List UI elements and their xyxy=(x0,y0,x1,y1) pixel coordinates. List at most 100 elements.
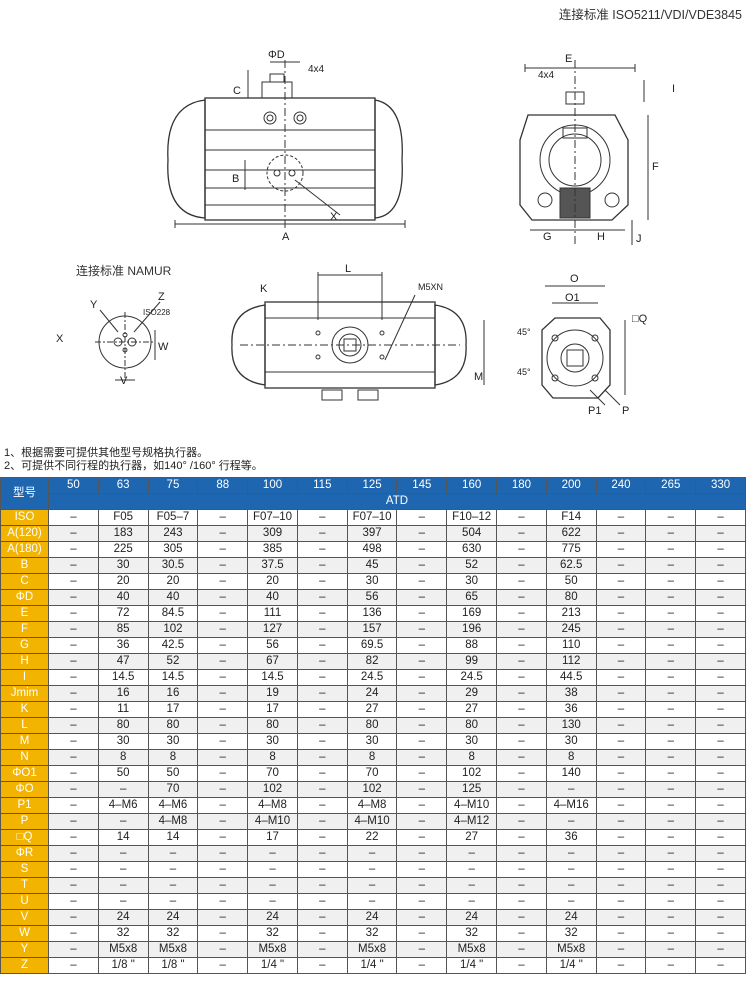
table-cell: F05 xyxy=(97,509,149,526)
table-cell: – xyxy=(197,861,249,878)
table-cell: – xyxy=(197,829,249,846)
table-cell: – xyxy=(296,893,348,910)
table-cell: 305 xyxy=(147,541,199,558)
row-label: W xyxy=(0,925,49,942)
table-cell: – xyxy=(595,845,647,862)
table-cell: – xyxy=(197,813,249,830)
table-cell: – xyxy=(396,605,448,622)
table-cell: – xyxy=(695,605,746,622)
table-cell: – xyxy=(296,669,348,686)
label-w: W xyxy=(158,341,169,353)
table-cell: – xyxy=(346,877,398,894)
table-cell: – xyxy=(296,957,348,974)
table-cell: 38 xyxy=(545,685,597,702)
table-cell: F05–7 xyxy=(147,509,199,526)
side-view-drawing xyxy=(519,60,649,245)
table-cell: – xyxy=(48,701,99,718)
table-cell: – xyxy=(496,765,547,782)
table-cell: – xyxy=(496,781,547,798)
table-cell: – xyxy=(545,893,597,910)
row-label: G xyxy=(0,637,49,654)
table-cell: 183 xyxy=(97,525,149,542)
table-cell: – xyxy=(496,557,547,574)
label-m5xn: M5XN xyxy=(418,282,443,292)
table-cell: – xyxy=(296,861,348,878)
table-cell: 52 xyxy=(446,557,498,574)
table-cell: – xyxy=(645,637,697,654)
table-cell: 65 xyxy=(446,589,498,606)
table-cell: 498 xyxy=(346,541,398,558)
table-cell: – xyxy=(48,941,99,958)
table-cell: 99 xyxy=(446,653,498,670)
table-cell: M5x8 xyxy=(247,941,298,958)
table-cell: – xyxy=(595,957,647,974)
table-cell: – xyxy=(595,925,647,942)
table-cell: – xyxy=(645,605,697,622)
table-cell: – xyxy=(296,845,348,862)
table-cell: – xyxy=(545,877,597,894)
table-cell: – xyxy=(496,861,547,878)
table-cell: – xyxy=(396,573,448,590)
table-cell: – xyxy=(595,781,647,798)
model-header-63: 63 xyxy=(97,477,149,494)
table-cell: – xyxy=(595,701,647,718)
table-row: Z–1/8 "1/8 "–1/4 "–1/4 "–1/4 "–1/4 "––– xyxy=(0,957,746,974)
table-cell: – xyxy=(97,877,149,894)
table-cell: – xyxy=(396,957,448,974)
table-cell: – xyxy=(595,877,647,894)
table-cell: – xyxy=(695,765,746,782)
table-cell: – xyxy=(595,541,647,558)
label-o1: O1 xyxy=(565,292,580,304)
table-cell: – xyxy=(695,941,746,958)
row-label: V xyxy=(0,909,49,926)
table-cell: 8 xyxy=(97,749,149,766)
table-cell: – xyxy=(296,877,348,894)
table-cell: – xyxy=(645,765,697,782)
table-cell: – xyxy=(645,733,697,750)
table-cell: 102 xyxy=(346,781,398,798)
table-cell: – xyxy=(496,733,547,750)
table-cell: 30.5 xyxy=(147,557,199,574)
label-4x4-side: 4x4 xyxy=(538,70,555,81)
table-cell: – xyxy=(595,749,647,766)
row-label: I xyxy=(0,669,49,686)
label-x-namur: X xyxy=(56,333,64,345)
table-cell: – xyxy=(645,701,697,718)
table-cell: – xyxy=(396,765,448,782)
label-e: E xyxy=(565,53,572,65)
table-cell: 245 xyxy=(545,621,597,638)
table-cell: 225 xyxy=(97,541,149,558)
table-cell: 14.5 xyxy=(97,669,149,686)
table-cell: – xyxy=(595,669,647,686)
table-cell: – xyxy=(595,685,647,702)
table-cell: – xyxy=(346,893,398,910)
table-cell: 4–M10 xyxy=(346,813,398,830)
label-phi-d: ΦD xyxy=(268,49,285,61)
table-cell: 20 xyxy=(97,573,149,590)
front-view-drawing xyxy=(167,60,406,230)
table-cell: – xyxy=(595,733,647,750)
table-cell: – xyxy=(695,861,746,878)
table-cell: – xyxy=(48,797,99,814)
table-cell: 19 xyxy=(247,685,298,702)
table-cell: – xyxy=(496,573,547,590)
table-cell: – xyxy=(695,653,746,670)
table-cell: – xyxy=(296,749,348,766)
table-cell: – xyxy=(645,525,697,542)
table-cell: M5x8 xyxy=(147,941,199,958)
table-cell: 20 xyxy=(147,573,199,590)
table-cell: 136 xyxy=(346,605,398,622)
table-cell: 70 xyxy=(346,765,398,782)
table-cell: – xyxy=(197,653,249,670)
table-cell: 22 xyxy=(346,829,398,846)
row-label: ISO xyxy=(0,509,49,526)
table-cell: 36 xyxy=(545,701,597,718)
table-cell: 44.5 xyxy=(545,669,597,686)
table-cell: – xyxy=(396,621,448,638)
label-g: G xyxy=(543,231,552,243)
table-cell: – xyxy=(247,893,298,910)
table-cell: – xyxy=(296,509,348,526)
